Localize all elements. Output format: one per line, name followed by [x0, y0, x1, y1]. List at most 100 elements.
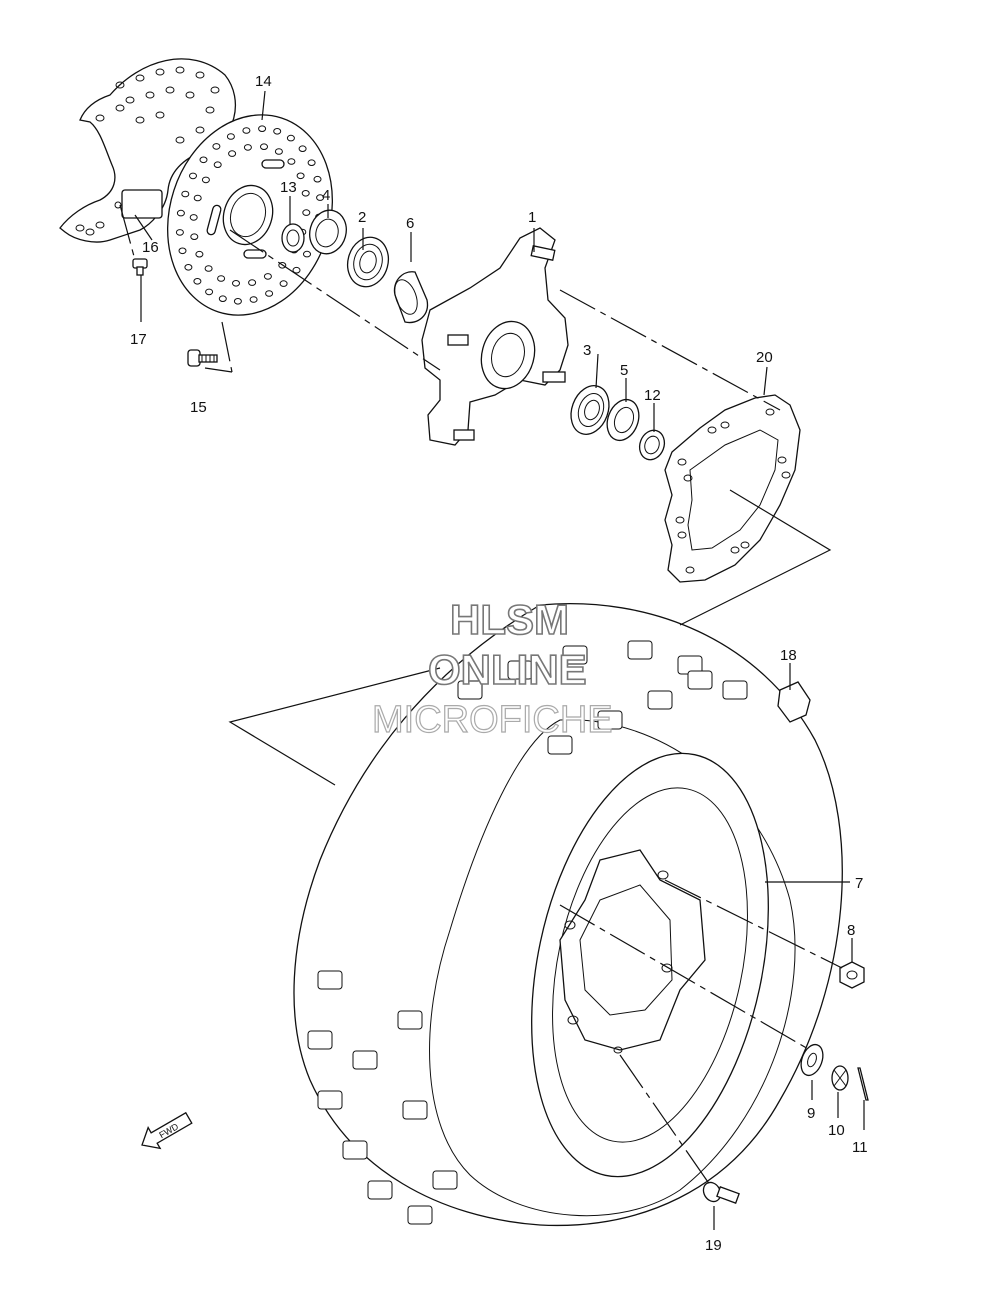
tire-tread-block [407, 1205, 433, 1225]
callout-15: 15 [190, 399, 207, 416]
callout-5: 5 [620, 362, 628, 379]
disc-hole [193, 194, 202, 202]
tire-wheel-assembly [293, 603, 843, 1227]
balancer-18 [777, 681, 811, 723]
disc-hole [218, 295, 227, 303]
callout-9: 9 [807, 1105, 815, 1122]
hub-guard-plate [664, 394, 801, 583]
disc-hole [265, 290, 274, 297]
callout-12: 12 [644, 387, 661, 404]
disc-hole [274, 148, 283, 155]
tire-tread-block [457, 680, 483, 700]
disc-hole [273, 128, 282, 135]
disc-hole [176, 209, 185, 217]
disc-hole [204, 265, 213, 272]
bolt-17 [132, 258, 148, 276]
bolt-15 [187, 349, 218, 367]
callout-labels: 1 2 3 4 5 6 7 8 9 10 11 12 13 14 15 16 1… [130, 73, 868, 1254]
air-valve-19 [702, 1181, 740, 1204]
tire-tread-block [562, 645, 588, 665]
tire-tread-block [367, 1180, 393, 1200]
disc-hole [181, 190, 190, 198]
watermark-line-3: MICROFICHE [372, 699, 613, 741]
disc-hole [190, 233, 199, 240]
disc-hole [302, 209, 311, 216]
tire-tread-block [722, 680, 748, 700]
callout-14: 14 [255, 73, 272, 90]
watermark-line-2: ONLINE [428, 646, 587, 693]
callout-11: 11 [852, 1139, 868, 1156]
tire-tread-block [317, 970, 343, 990]
callout-19: 19 [705, 1237, 722, 1254]
disc-hole [316, 194, 325, 201]
disc-hole [178, 247, 187, 255]
disc-hole [201, 176, 210, 184]
callout-1: 1 [528, 209, 536, 226]
castle-nut-10 [831, 1065, 849, 1091]
disc-hole [298, 145, 307, 152]
cotter-pin-11 [857, 1067, 869, 1101]
disc-hole [296, 172, 305, 180]
callout-13: 13 [280, 179, 297, 196]
callout-10: 10 [828, 1122, 845, 1139]
callout-20: 20 [756, 349, 773, 366]
disc-hole [260, 143, 268, 150]
callout-18: 18 [780, 647, 797, 664]
callout-4: 4 [322, 187, 330, 204]
disc-hole [217, 275, 226, 282]
disc-hole [286, 134, 295, 142]
disc-hole [249, 296, 258, 303]
oil-seal-4 [309, 209, 347, 255]
tire-tread-block [352, 1050, 378, 1070]
tire-tread-block [307, 1030, 333, 1050]
disc-hole [243, 144, 252, 151]
disc-hole [184, 264, 193, 271]
wheel-hub [421, 227, 569, 446]
disc-hole [193, 278, 202, 285]
disc-hole [233, 298, 242, 305]
tire-tread-block [647, 690, 673, 710]
tire-tread-block [397, 1010, 423, 1030]
tire-tread-block [597, 710, 623, 730]
disc-guard [59, 58, 237, 243]
disc-hole [226, 133, 235, 140]
fwd-arrow-icon: FWD [141, 1111, 193, 1150]
disc-hole [303, 250, 311, 258]
callout-7: 7 [855, 875, 863, 892]
disc-hole [279, 280, 288, 287]
tire-tread-block [687, 670, 713, 690]
oil-seal-5 [606, 398, 640, 442]
tire-tread-block [342, 1140, 368, 1160]
callout-3: 3 [583, 342, 591, 359]
nut-8 [839, 961, 865, 989]
disc-hole [195, 250, 204, 258]
spacer-6 [393, 271, 429, 324]
disc-hole [292, 266, 301, 274]
watermark: HLSM ONLINE MICROFICHE [371, 595, 613, 741]
tire-tread-block [317, 1090, 343, 1110]
disc-hole [258, 125, 267, 132]
disc-hole [199, 156, 208, 164]
disc-hole [242, 127, 251, 134]
disc-hole [313, 175, 322, 183]
tire-tread-block [507, 660, 533, 680]
tire-tread-block [432, 1170, 458, 1190]
tire-tread-block [402, 1100, 428, 1120]
washer-9 [800, 1043, 824, 1077]
tire-tread-block [547, 735, 573, 755]
disc-hole [248, 279, 257, 286]
disc-hole [205, 288, 214, 296]
disc-hole [213, 161, 222, 168]
disc-hole [232, 280, 240, 287]
brake-disc [166, 114, 334, 316]
disc-hole [228, 150, 237, 157]
bearing-2 [346, 236, 390, 288]
disc-hole [189, 214, 198, 221]
disc-hole [301, 190, 310, 197]
callout-8: 8 [847, 922, 855, 939]
callout-17: 17 [130, 331, 147, 348]
disc-hole [189, 172, 197, 180]
callout-6: 6 [406, 215, 414, 232]
disc-hole [307, 159, 316, 166]
